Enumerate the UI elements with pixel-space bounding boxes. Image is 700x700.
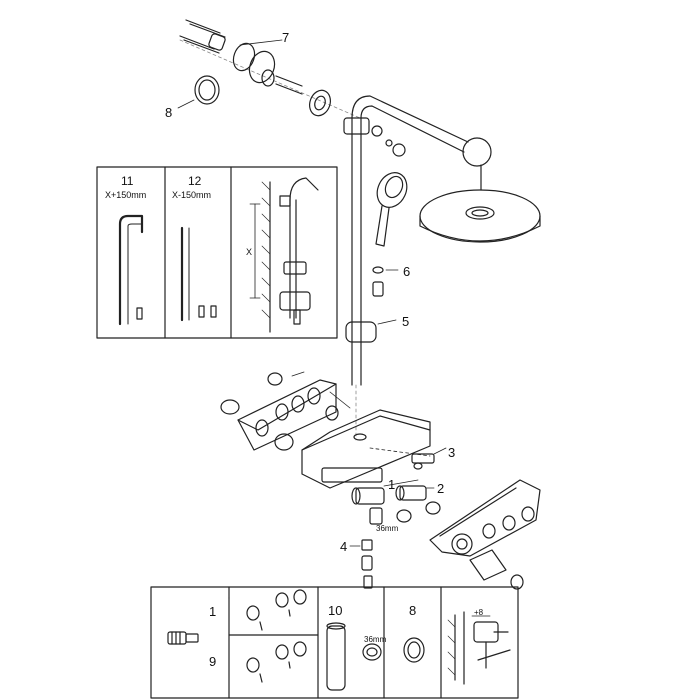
callout-8: 8 <box>165 105 173 120</box>
callout-3: 3 <box>448 445 456 460</box>
thermostat-cartridge <box>351 479 419 505</box>
callout-4: 4 <box>340 539 348 554</box>
flow-cartridge <box>395 485 435 501</box>
bottom-col10-size: 36mm <box>364 635 387 644</box>
escutcheon-ring <box>177 75 220 109</box>
bottom-col10-number: 10 <box>328 603 343 618</box>
callout-1: 1 <box>388 477 396 492</box>
wall-bracket-assembly <box>179 19 361 119</box>
callout-7: 7 <box>282 30 290 45</box>
callout-2: 2 <box>437 481 445 496</box>
bottom-row9-number: 9 <box>209 654 217 669</box>
hand-shower <box>375 172 408 247</box>
callout-6: 6 <box>403 264 411 279</box>
bottom-parts-panel <box>150 586 519 699</box>
slide-holder <box>345 319 397 343</box>
inset-col12-dimension: X-150mm <box>172 190 212 200</box>
outlet-connector <box>349 539 373 589</box>
cartridge-nut <box>369 501 441 525</box>
bottom-col8-number: 8 <box>409 603 417 618</box>
wrench-size-label: 36mm <box>376 524 399 533</box>
bottom-row1-number: 1 <box>209 604 217 619</box>
mounting-plate <box>220 371 351 451</box>
bottom-offset-label: +8 <box>474 608 484 617</box>
thermostat-body <box>301 409 431 489</box>
hose-nut <box>372 266 399 297</box>
valve-stem <box>411 447 447 470</box>
shower-riser-pipe <box>343 95 492 386</box>
inset-x-dimension: X <box>246 247 253 257</box>
trim-cover <box>429 479 541 590</box>
rain-shower-head <box>419 189 541 243</box>
inset-col11-number: 11 <box>121 174 134 188</box>
callout-5: 5 <box>402 314 410 329</box>
inset-col11-dimension: X+150mm <box>105 190 147 200</box>
length-options-inset <box>96 166 338 339</box>
inset-col12-number: 12 <box>188 174 202 188</box>
